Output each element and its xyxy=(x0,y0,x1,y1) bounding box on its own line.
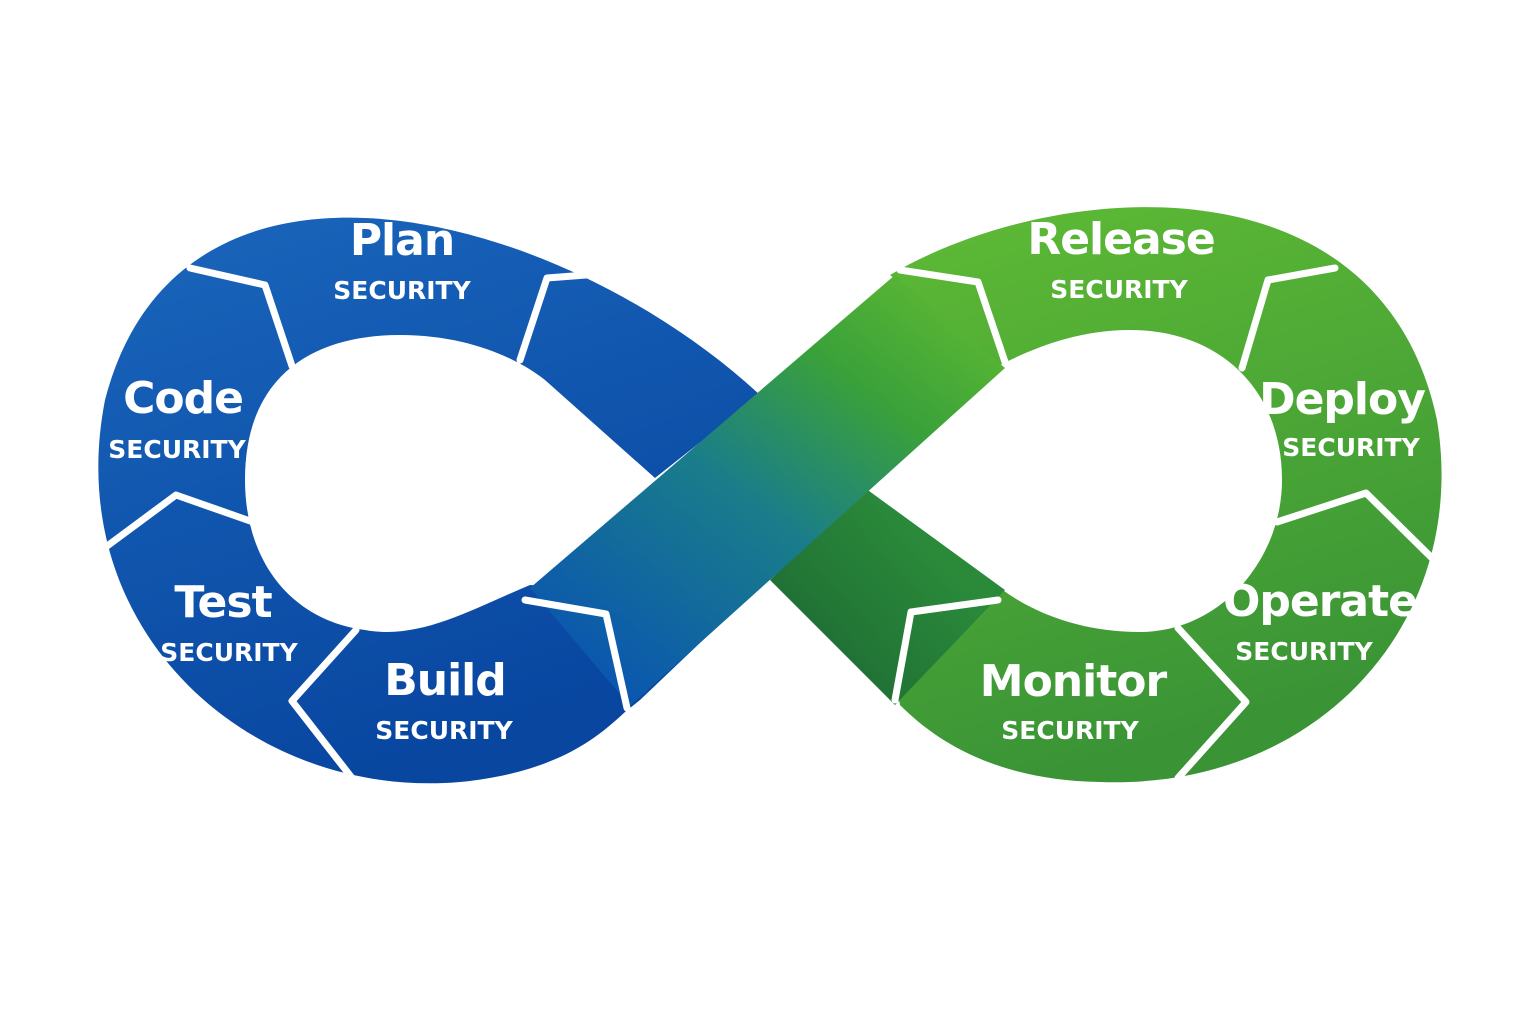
stage-deploy: Deploy SECURITY xyxy=(1259,374,1426,462)
stage-test: Test SECURITY xyxy=(160,577,298,667)
stage-monitor-name: Monitor xyxy=(980,656,1168,707)
stage-deploy-sub: SECURITY xyxy=(1282,433,1420,462)
stage-operate-sub: SECURITY xyxy=(1235,637,1373,666)
stage-build-sub: SECURITY xyxy=(375,716,513,745)
crossing-lower-strand xyxy=(770,488,1005,705)
stage-test-sub: SECURITY xyxy=(160,638,298,667)
stage-plan-sub: SECURITY xyxy=(333,276,471,305)
stage-release-sub: SECURITY xyxy=(1050,275,1188,304)
stage-build-name: Build xyxy=(384,655,506,706)
stage-code: Code SECURITY xyxy=(108,373,246,464)
crossing-upper-band xyxy=(530,275,1005,706)
stage-operate: Operate SECURITY xyxy=(1223,576,1418,666)
stage-deploy-name: Deploy xyxy=(1259,374,1425,425)
right-loop xyxy=(860,207,1442,783)
stage-code-sub: SECURITY xyxy=(108,435,246,464)
stage-monitor-sub: SECURITY xyxy=(1001,716,1139,745)
stage-build: Build SECURITY xyxy=(375,655,513,745)
stage-test-name: Test xyxy=(174,577,272,628)
stage-operate-name: Operate xyxy=(1223,576,1417,627)
stage-plan: Plan SECURITY xyxy=(333,215,471,305)
stage-monitor: Monitor SECURITY xyxy=(980,656,1169,745)
stage-plan-name: Plan xyxy=(350,215,454,266)
stage-code-name: Code xyxy=(123,373,243,424)
stage-release-name: Release xyxy=(1027,214,1214,265)
segment-dividers xyxy=(91,264,1436,782)
stage-release: Release SECURITY xyxy=(1027,214,1215,304)
